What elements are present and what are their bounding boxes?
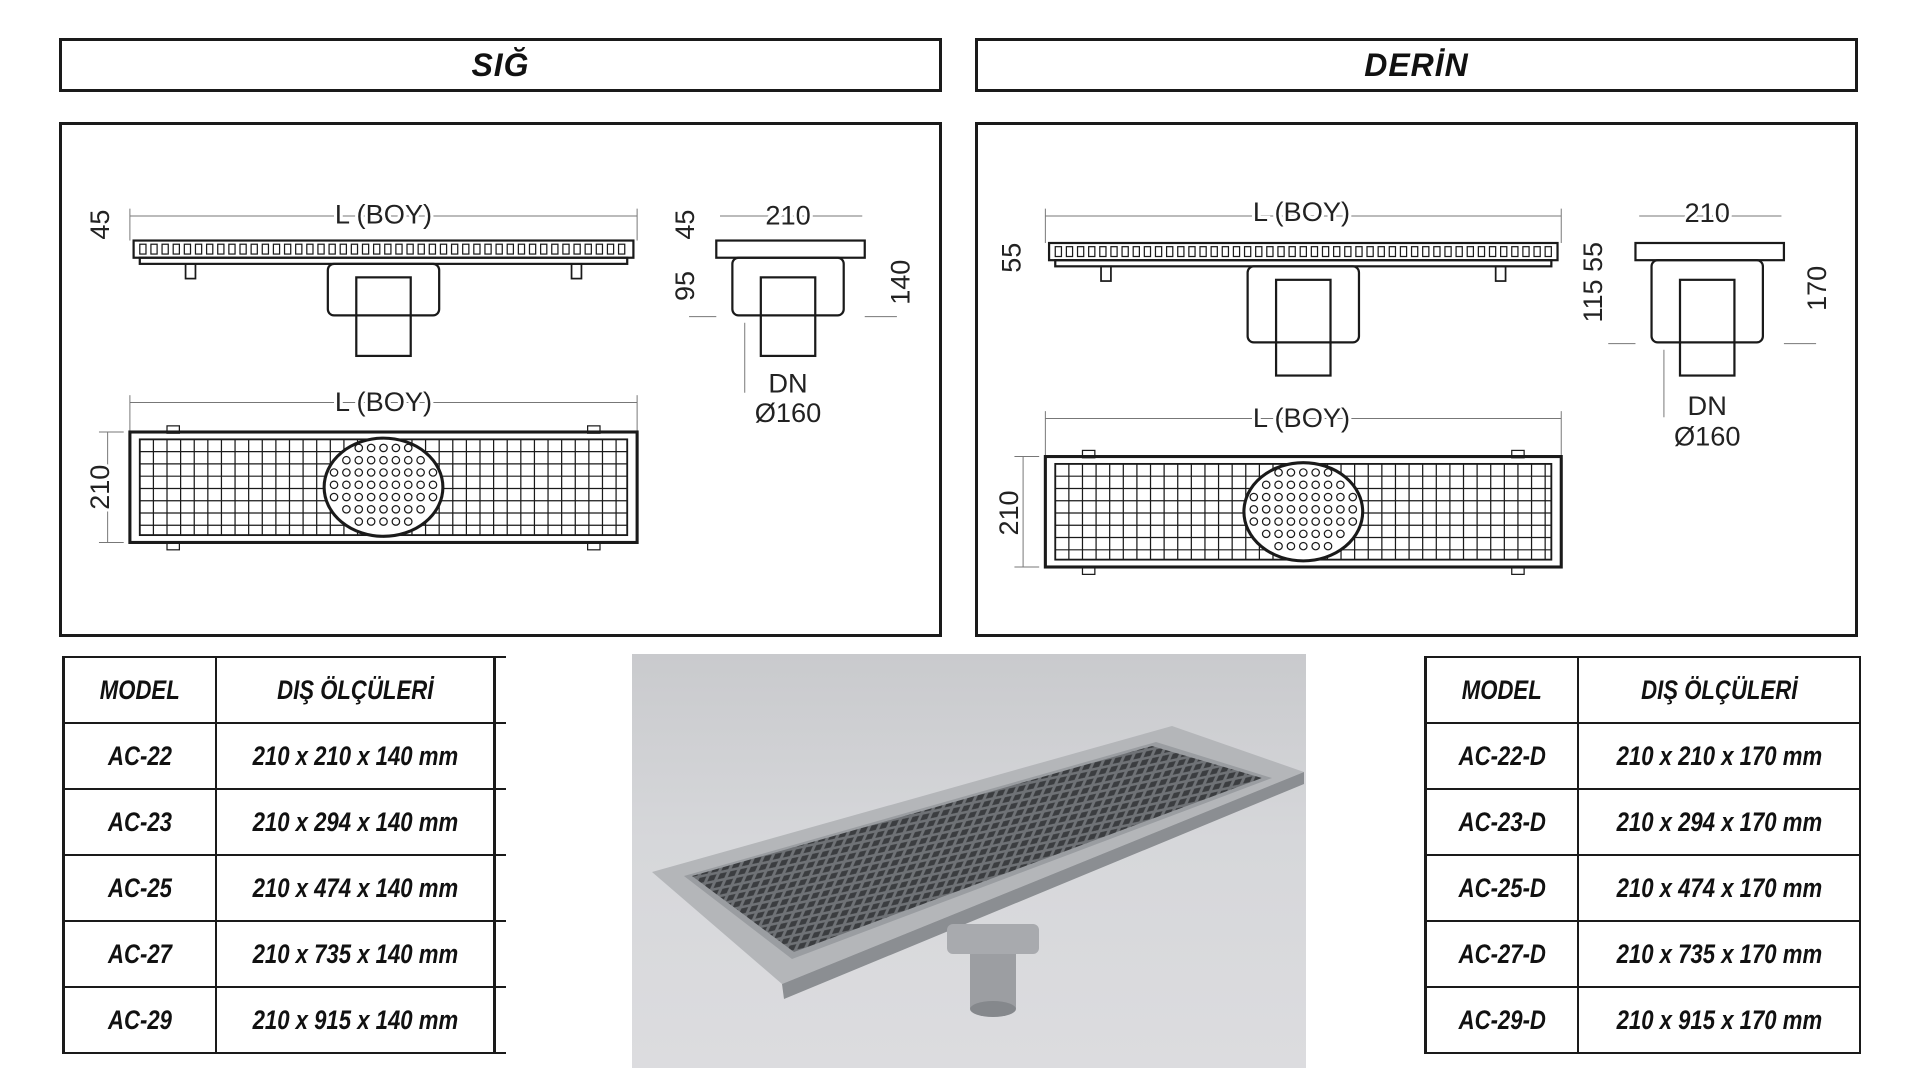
product-photo: [632, 654, 1306, 1068]
model-cell: AC-25: [62, 854, 217, 922]
table-edge: [493, 854, 506, 922]
outer-dimensions: 210 x 915 x 140 mm: [252, 1004, 458, 1035]
dimensions-cell: 210 x 210 x 170 mm: [1577, 722, 1861, 790]
table-row: AC-22-D 210 x 210 x 170 mm: [1424, 722, 1861, 790]
table-row: AC-23-D 210 x 294 x 170 mm: [1424, 788, 1861, 856]
model-cell: AC-29-D: [1424, 986, 1579, 1054]
model-cell: AC-29: [62, 986, 217, 1054]
column-header: DIŞ ÖLÇÜLERİ: [1640, 674, 1798, 705]
outer-dimensions: 210 x 915 x 170 mm: [1616, 1004, 1822, 1035]
table-row: AC-23 210 x 294 x 140 mm: [62, 788, 506, 856]
table-row: AC-29-D 210 x 915 x 170 mm: [1424, 986, 1861, 1054]
shallow-model-table: MODEL DIŞ ÖLÇÜLERİ AC-22 210 x 210 x 140 mm…: [62, 656, 506, 1054]
model-cell: AC-25-D: [1424, 854, 1579, 922]
model-cell: AC-27-D: [1424, 920, 1579, 988]
dimensions-cell: DIŞ ÖLÇÜLERİ: [215, 656, 496, 724]
dimensions-cell: 210 x 474 x 140 mm: [215, 854, 496, 922]
model-code: AC-22-D: [1458, 740, 1546, 771]
model-code: AC-27-D: [1458, 938, 1546, 969]
shallow-section-header: SIĞ: [59, 38, 942, 92]
model-code: AC-25: [108, 872, 172, 903]
table-row: AC-27-D 210 x 735 x 170 mm: [1424, 920, 1861, 988]
dimensions-cell: 210 x 294 x 140 mm: [215, 788, 496, 856]
column-header: DIŞ ÖLÇÜLERİ: [276, 674, 434, 705]
model-code: AC-22: [108, 740, 172, 771]
grate-mesh: [692, 746, 1262, 952]
deep-title: DERİN: [1364, 46, 1469, 83]
outer-dimensions: 210 x 474 x 170 mm: [1616, 872, 1822, 903]
model-cell: AC-23: [62, 788, 217, 856]
table-edge: [493, 986, 506, 1054]
table-row: AC-27 210 x 735 x 140 mm: [62, 920, 506, 988]
table-edge: [493, 920, 506, 988]
dimensions-cell: 210 x 915 x 140 mm: [215, 986, 496, 1054]
model-cell: AC-22-D: [1424, 722, 1579, 790]
shallow-title: SIĞ: [471, 46, 530, 83]
model-cell: AC-23-D: [1424, 788, 1579, 856]
outer-dimensions: 210 x 294 x 140 mm: [252, 806, 458, 837]
dimensions-cell: 210 x 474 x 170 mm: [1577, 854, 1861, 922]
shallow-drawing-panel: [59, 122, 942, 637]
outer-dimensions: 210 x 210 x 170 mm: [1616, 740, 1822, 771]
deep-drawing-panel: [975, 122, 1858, 637]
dimensions-cell: 210 x 735 x 140 mm: [215, 920, 496, 988]
model-code: AC-29-D: [1458, 1004, 1546, 1035]
table-row: AC-25 210 x 474 x 140 mm: [62, 854, 506, 922]
table-edge: [493, 722, 506, 790]
table-edge: [493, 788, 506, 856]
dimensions-cell: 210 x 735 x 170 mm: [1577, 920, 1861, 988]
model-code: AC-25-D: [1458, 872, 1546, 903]
table-row: AC-25-D 210 x 474 x 170 mm: [1424, 854, 1861, 922]
dimensions-cell: 210 x 294 x 170 mm: [1577, 788, 1861, 856]
outer-dimensions: 210 x 210 x 140 mm: [252, 740, 458, 771]
dimensions-cell: 210 x 915 x 170 mm: [1577, 986, 1861, 1054]
column-header: MODEL: [100, 674, 180, 705]
deep-section-header: DERİN: [975, 38, 1858, 92]
table-header-row: MODEL DIŞ ÖLÇÜLERİ: [1424, 656, 1861, 724]
table-header-row: MODEL DIŞ ÖLÇÜLERİ: [62, 656, 506, 724]
column-header: MODEL: [1462, 674, 1542, 705]
outer-dimensions: 210 x 474 x 140 mm: [252, 872, 458, 903]
model-code: AC-23-D: [1458, 806, 1546, 837]
outer-dimensions: 210 x 735 x 140 mm: [252, 938, 458, 969]
table-edge: [493, 656, 506, 724]
dimensions-cell: 210 x 210 x 140 mm: [215, 722, 496, 790]
outer-dimensions: 210 x 735 x 170 mm: [1616, 938, 1822, 969]
deep-model-table: MODEL DIŞ ÖLÇÜLERİ AC-22-D 210 x 210 x 170 …: [1424, 656, 1861, 1054]
model-code: AC-27: [108, 938, 172, 969]
model-code: AC-29: [108, 1004, 172, 1035]
dimensions-cell: DIŞ ÖLÇÜLERİ: [1577, 656, 1861, 724]
model-cell: AC-27: [62, 920, 217, 988]
model-cell: AC-22: [62, 722, 217, 790]
outer-dimensions: 210 x 294 x 170 mm: [1616, 806, 1822, 837]
table-row: AC-22 210 x 210 x 140 mm: [62, 722, 506, 790]
model-cell: MODEL: [1424, 656, 1579, 724]
table-row: AC-29 210 x 915 x 140 mm: [62, 986, 506, 1054]
drain-grate-image: [652, 726, 1304, 1017]
model-code: AC-23: [108, 806, 172, 837]
model-cell: MODEL: [62, 656, 217, 724]
